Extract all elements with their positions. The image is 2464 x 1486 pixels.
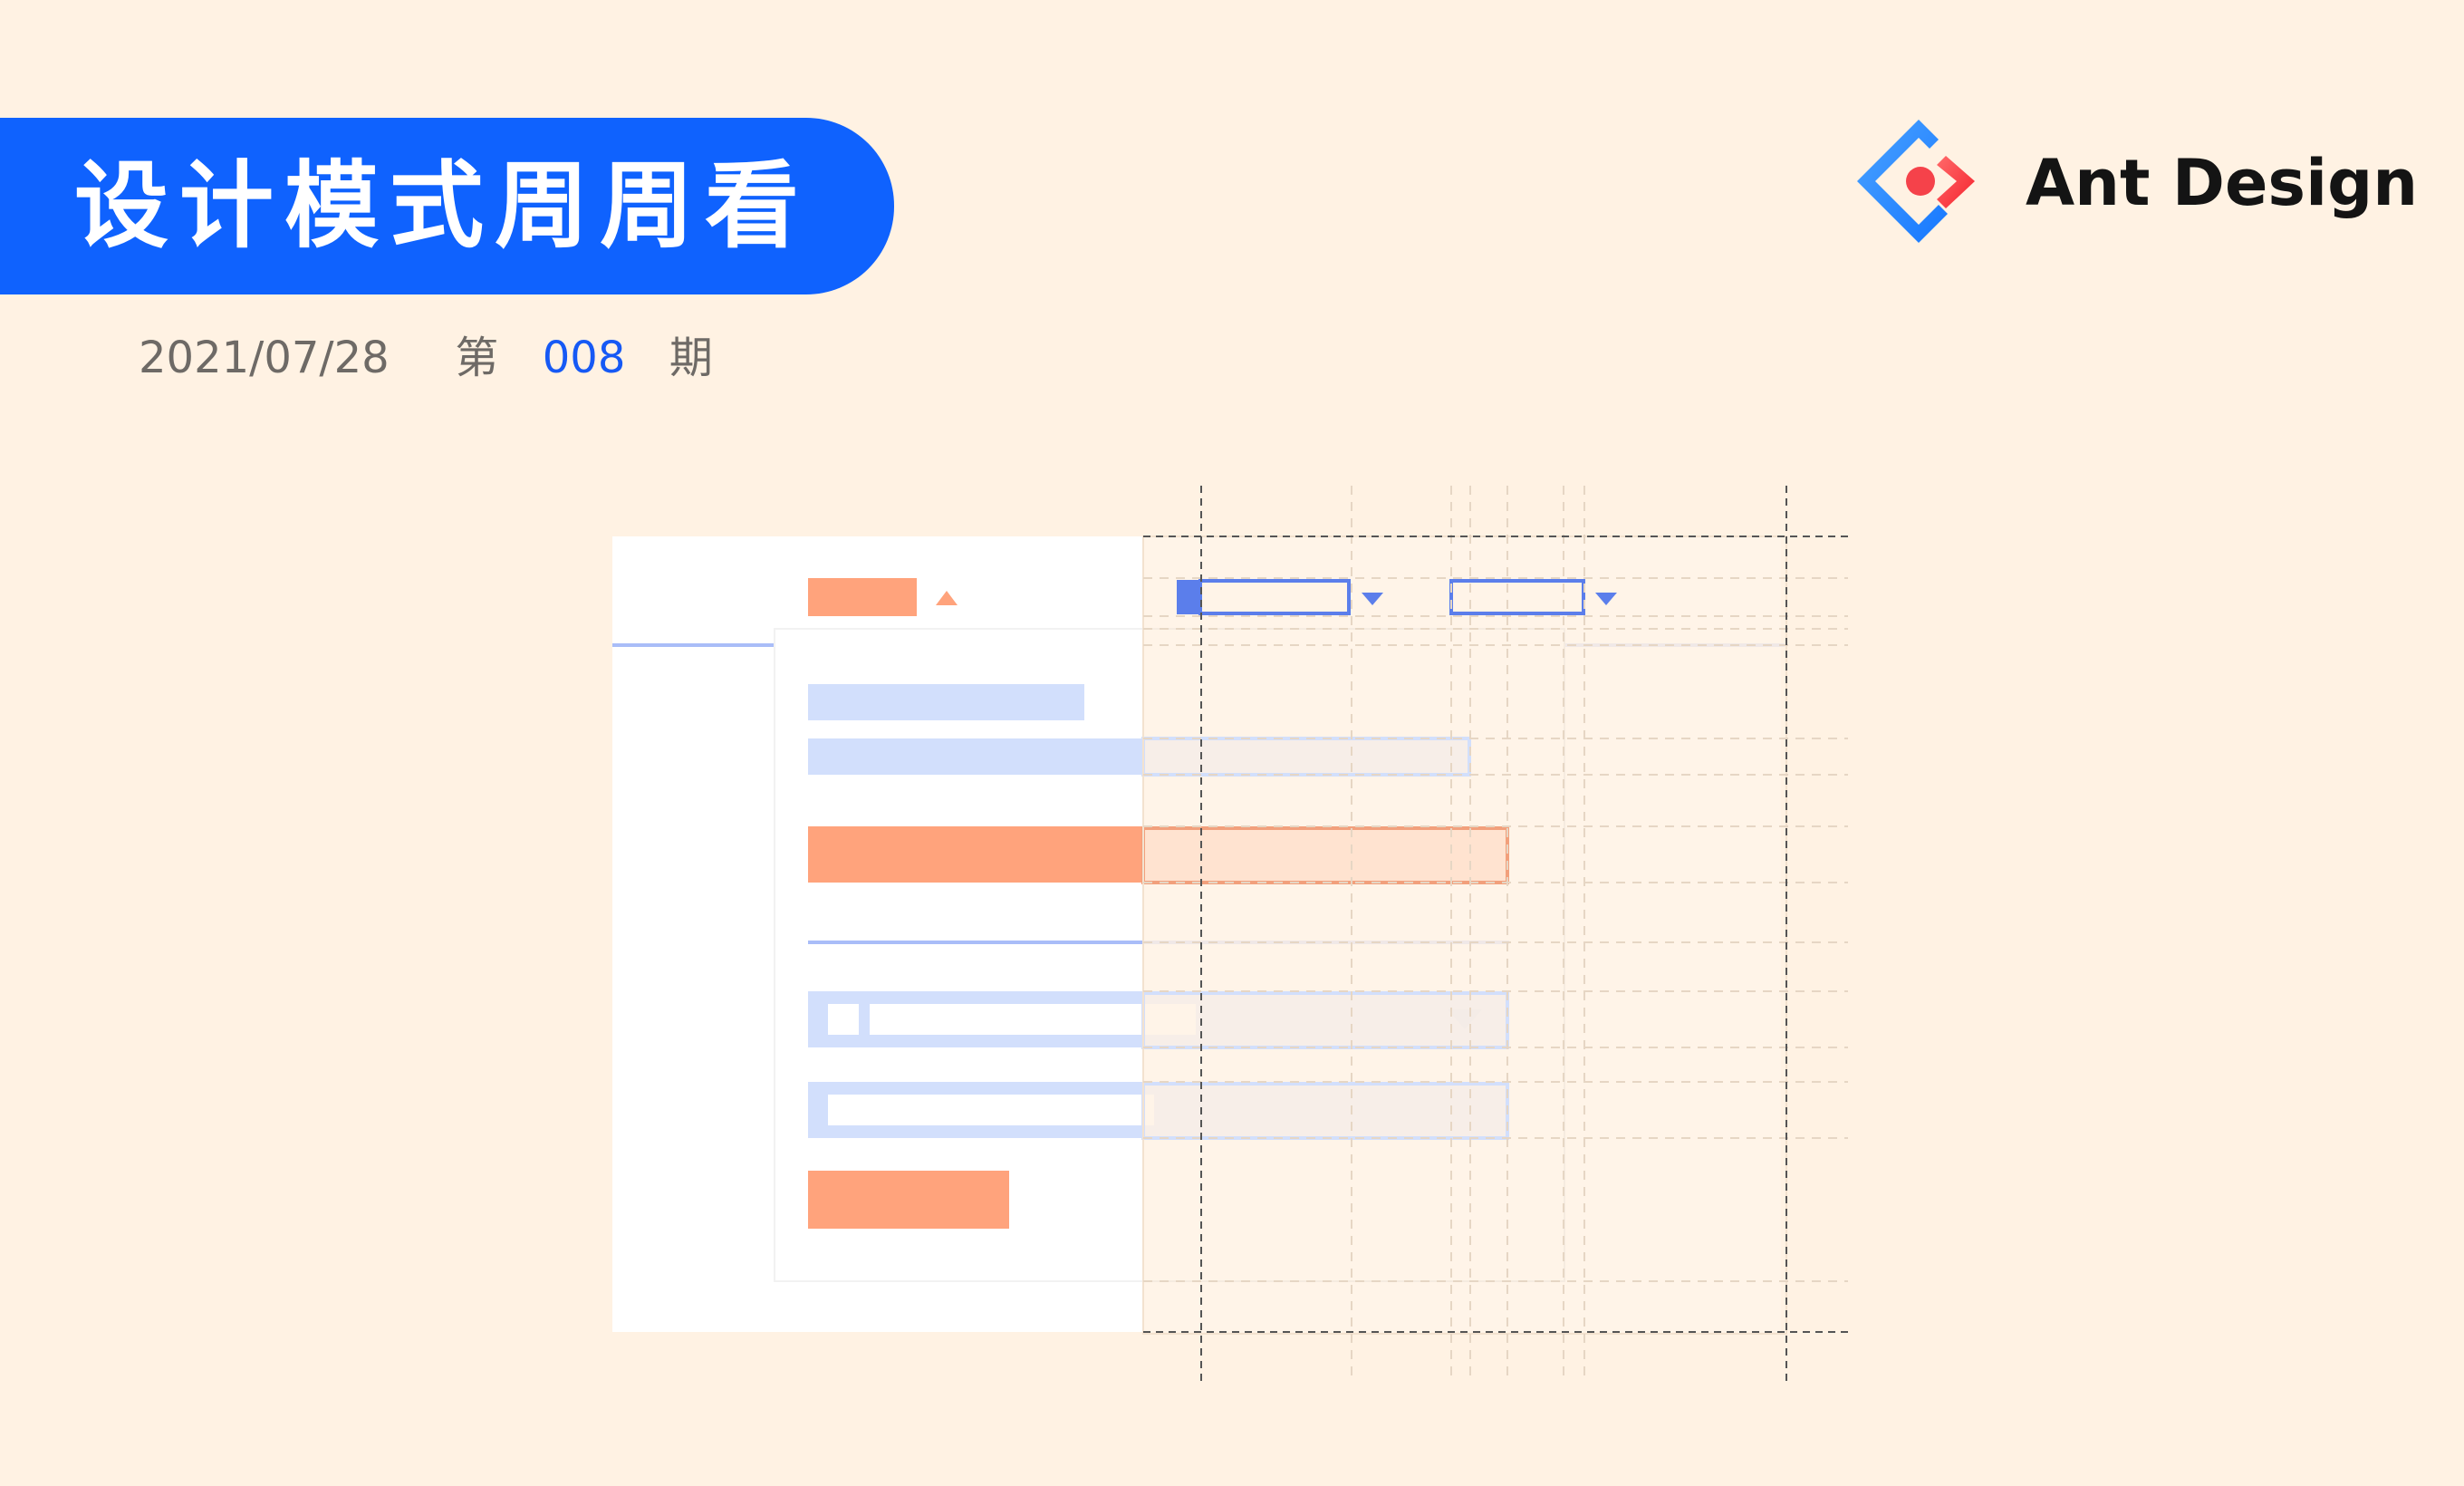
grid-lines-dark — [1143, 486, 1848, 1383]
grid-lines-light — [1143, 486, 1848, 1383]
toolbar-select-1 — [1198, 579, 1351, 615]
toolbar-select-1-accent — [1177, 580, 1200, 614]
caret-down-icon — [1362, 593, 1383, 605]
issue-date: 2021/07/28 — [139, 333, 390, 383]
brand-name: Ant Design — [2026, 146, 2419, 220]
form-label-bar — [808, 684, 1084, 720]
caret-up-icon — [936, 591, 958, 605]
issue-prefix: 第 — [455, 333, 499, 383]
active-tab-label — [808, 578, 917, 616]
page-title: 设计模式周周看 — [74, 150, 811, 261]
issue-info: 2021/07/28 第 008 期 — [139, 328, 713, 388]
caret-down-icon — [1595, 593, 1617, 605]
form-submit-bar — [808, 1171, 1009, 1229]
grid-overlay — [1143, 536, 1786, 1334]
title-banner: 设计模式周周看 — [0, 118, 894, 294]
issue-suffix: 期 — [669, 333, 713, 383]
form-select-checkbox — [828, 1004, 859, 1035]
issue-number: 008 — [542, 333, 626, 383]
form-text-inner — [828, 1095, 1154, 1125]
ant-design-logo-icon — [1857, 120, 1975, 243]
toolbar-select-2 — [1449, 579, 1585, 615]
